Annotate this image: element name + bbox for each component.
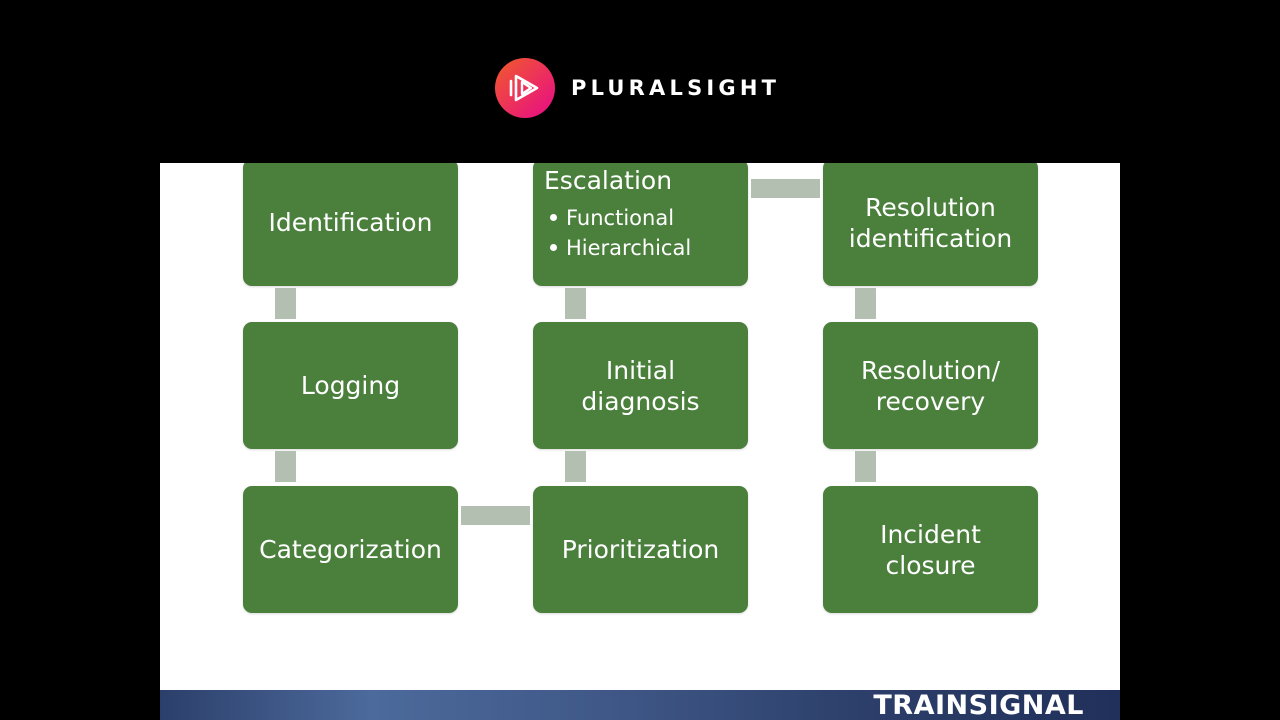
node-resolution-identification: Resolution identification bbox=[823, 163, 1038, 286]
slide: Identification Logging Categorization Es… bbox=[160, 163, 1120, 720]
play-icon bbox=[495, 58, 555, 118]
node-label: Resolution/ recovery bbox=[860, 355, 1001, 416]
escalation-item: Functional bbox=[544, 203, 691, 233]
escalation-title: Escalation bbox=[544, 166, 673, 195]
node-label: Logging bbox=[300, 371, 401, 400]
node-categorization: Categorization bbox=[243, 486, 458, 613]
escalation-item: Hierarchical bbox=[544, 233, 691, 263]
connector-escalation-resolution bbox=[751, 179, 820, 198]
node-identification: Identification bbox=[243, 163, 458, 286]
node-logging: Logging bbox=[243, 322, 458, 449]
node-label: Incident closure bbox=[880, 519, 981, 580]
node-incident-closure: Incident closure bbox=[823, 486, 1038, 613]
pluralsight-brand: PLURALSIGHT bbox=[495, 58, 780, 118]
node-resolution-recovery: Resolution/ recovery bbox=[823, 322, 1038, 449]
trainsignal-logo: TRAINSIGNAL bbox=[873, 690, 1084, 720]
connector-resolution-recovery bbox=[855, 288, 876, 319]
node-initial-diagnosis: Initial diagnosis bbox=[533, 322, 748, 449]
brand-name: PLURALSIGHT bbox=[571, 76, 781, 100]
connector-logging-categorization bbox=[275, 451, 296, 482]
node-label: Identification bbox=[268, 208, 433, 237]
connector-diagnosis-escalation bbox=[565, 288, 586, 319]
node-label: Categorization bbox=[259, 535, 442, 564]
connector-categorization-prioritization bbox=[461, 506, 530, 525]
node-escalation: Escalation Functional Hierarchical bbox=[533, 163, 748, 286]
bullet-icon bbox=[550, 213, 557, 221]
node-prioritization: Prioritization bbox=[533, 486, 748, 613]
slide-footer: TRAINSIGNAL bbox=[160, 690, 1120, 720]
connector-recovery-closure bbox=[855, 451, 876, 482]
escalation-list: Functional Hierarchical bbox=[544, 203, 691, 263]
node-label: Resolution identification bbox=[848, 192, 1013, 253]
bullet-icon bbox=[550, 243, 557, 251]
node-label: Initial diagnosis bbox=[581, 355, 700, 416]
node-label: Prioritization bbox=[561, 535, 720, 564]
connector-prioritization-diagnosis bbox=[565, 451, 586, 482]
connector-identification-logging bbox=[275, 288, 296, 319]
